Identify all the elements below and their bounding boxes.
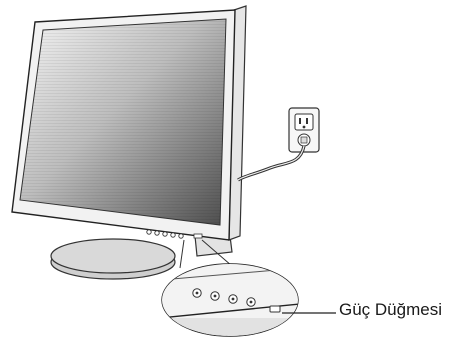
monitor-screen [20,19,226,225]
magnifier-inset [160,262,300,340]
stand-base [51,239,175,279]
power-button-label: Güç Düğmesi [339,300,442,320]
wall-outlet [289,108,319,152]
